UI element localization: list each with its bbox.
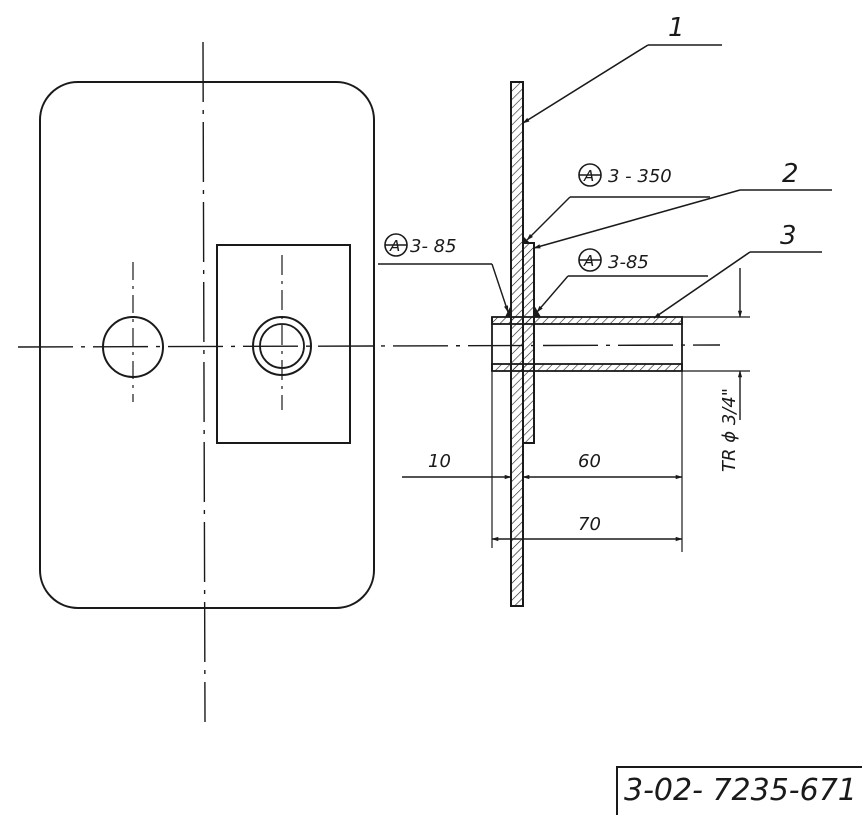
part-1-leader <box>522 44 649 124</box>
svg-text:A: A <box>583 252 594 270</box>
weld-symbol-right: A <box>578 248 602 272</box>
weld-label-left: 3- 85 <box>410 236 457 257</box>
weld-bead-top <box>523 236 530 243</box>
side-view-inner-plate <box>522 242 535 444</box>
part-2-leader <box>533 189 741 249</box>
side-view-pipe-top-wall <box>491 316 683 325</box>
side-view <box>491 81 683 607</box>
dimension-60: 60 <box>578 451 601 472</box>
weld-symbol-left: A <box>384 233 408 257</box>
part-number-1: 1 <box>668 13 685 43</box>
part-number-2: 2 <box>782 159 799 189</box>
weld-top-leader <box>526 196 571 241</box>
side-view-pipe-bottom-wall <box>491 363 683 372</box>
weld-symbol-top: A <box>578 163 602 187</box>
horizontal-centerline <box>17 344 721 348</box>
svg-text:A: A <box>389 237 400 255</box>
weld-left-leader <box>491 263 509 313</box>
front-view-plate-outline <box>39 81 375 609</box>
front-view-inner-plate <box>216 244 351 444</box>
part-3-leader <box>653 251 751 319</box>
dimension-70: 70 <box>578 514 601 535</box>
front-view <box>17 41 721 723</box>
weld-label-top: 3 - 350 <box>608 166 672 187</box>
weld-right-leader <box>536 275 569 313</box>
side-view-main-plate <box>510 81 524 607</box>
dimension-lines <box>402 268 750 552</box>
dimension-10: 10 <box>428 451 451 472</box>
front-view-vertical-centerline <box>202 41 206 723</box>
weld-label-right: 3-85 <box>608 252 649 273</box>
part-number-3: 3 <box>780 221 797 251</box>
thread-dimension: TR ϕ 3/4" <box>719 388 740 472</box>
document-number: 3-02- 7235-671 <box>616 766 862 815</box>
leaders <box>378 44 832 319</box>
svg-text:A: A <box>583 167 594 185</box>
